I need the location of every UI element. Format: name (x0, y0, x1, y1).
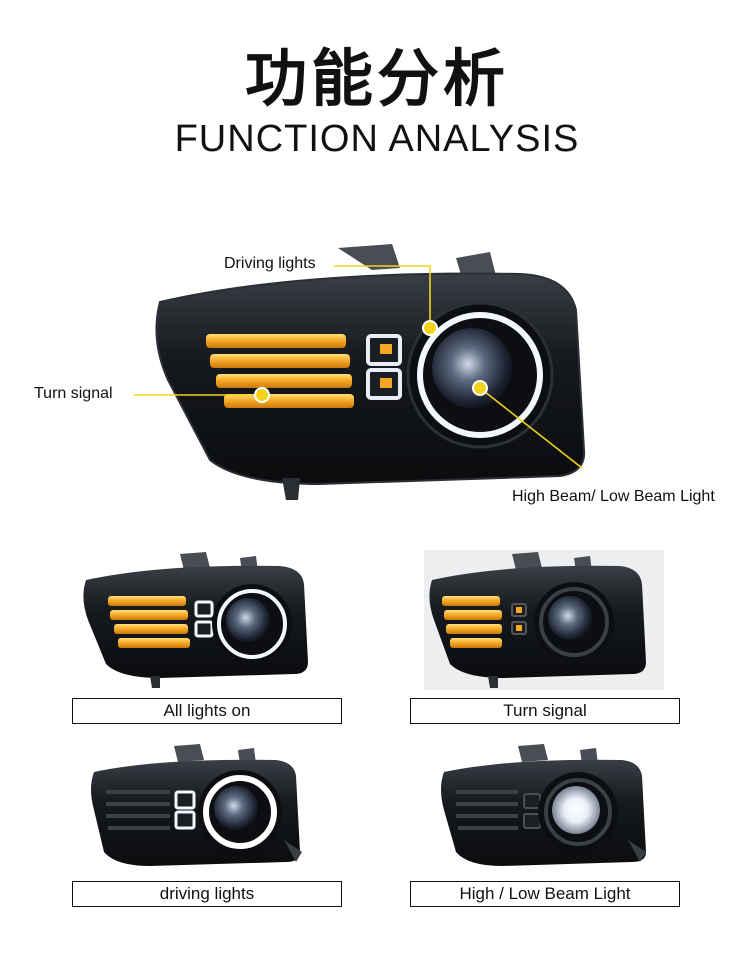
headlight-thumb (429, 552, 646, 688)
drl-halo-ring (417, 312, 543, 438)
panel-caption: High / Low Beam Light (410, 881, 680, 907)
mount-tab (456, 252, 496, 278)
panel-caption: All lights on (72, 698, 342, 724)
headlight-thumb (83, 552, 308, 688)
callout-lines (134, 265, 583, 469)
bottom-bracket (282, 478, 300, 500)
mount-tab (338, 244, 400, 270)
panel-caption: driving lights (72, 881, 342, 907)
callout-turn-signal: Turn signal (34, 385, 113, 402)
main-headlight-figure: Driving lights Turn signal High Beam/ Lo… (0, 230, 754, 530)
panel-driving-lights-image (80, 740, 320, 875)
headlight-illustration (134, 244, 586, 500)
projector-lens (432, 328, 512, 408)
callout-driving-lights: Driving lights (224, 255, 316, 272)
callout-high-low-beam: High Beam/ Low Beam Light (512, 488, 715, 505)
headlight-thumb (441, 744, 646, 866)
page-title-cn: 功能分析 (244, 42, 509, 115)
panel-all-lights-on-image (80, 550, 320, 690)
headlight-thumb (91, 744, 302, 866)
drl-blocks (366, 334, 402, 400)
callout-dots (254, 320, 488, 403)
page-title-en: FUNCTION ANALYSIS (174, 118, 580, 160)
panel-high-low-beam-image (432, 740, 672, 875)
panel-caption: Turn signal (410, 698, 680, 724)
panel-turn-signal-image (424, 550, 664, 690)
